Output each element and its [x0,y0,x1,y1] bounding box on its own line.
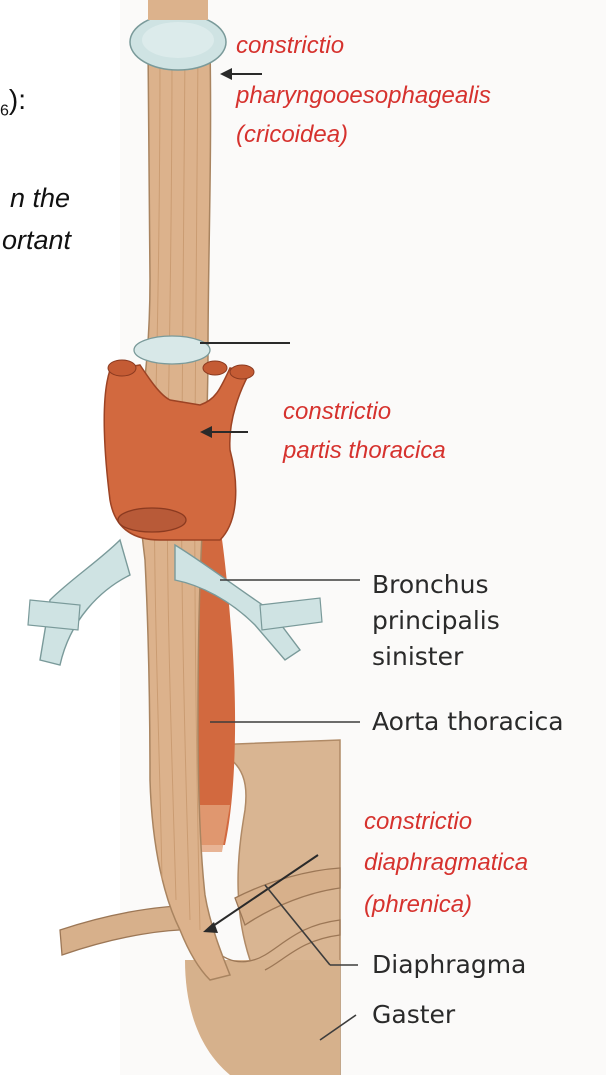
label-bronchus-1: Bronchus [372,568,488,601]
label-diaphragma: Diaphragma [372,948,526,981]
label-constrictio-upper-3: (cricoidea) [236,118,348,152]
label-aorta: Aorta thoracica [372,705,564,738]
label-constrictio-middle-1: constrictio [283,395,391,429]
label-constrictio-lower-3: (phrenica) [364,888,472,922]
label-constrictio-upper-2: pharyngooesophagealis [236,79,491,113]
label-constrictio-lower-2: diaphragmatica [364,846,528,880]
label-bronchus-3: sinister [372,640,463,673]
label-gaster: Gaster [372,998,455,1031]
label-constrictio-lower-1: constrictio [364,805,472,839]
tracheal-ring [134,336,210,364]
label-constrictio-upper-1: constrictio [236,29,344,63]
label-constrictio-middle-2: partis thoracica [283,434,446,468]
label-bronchus-2: principalis [372,604,500,637]
